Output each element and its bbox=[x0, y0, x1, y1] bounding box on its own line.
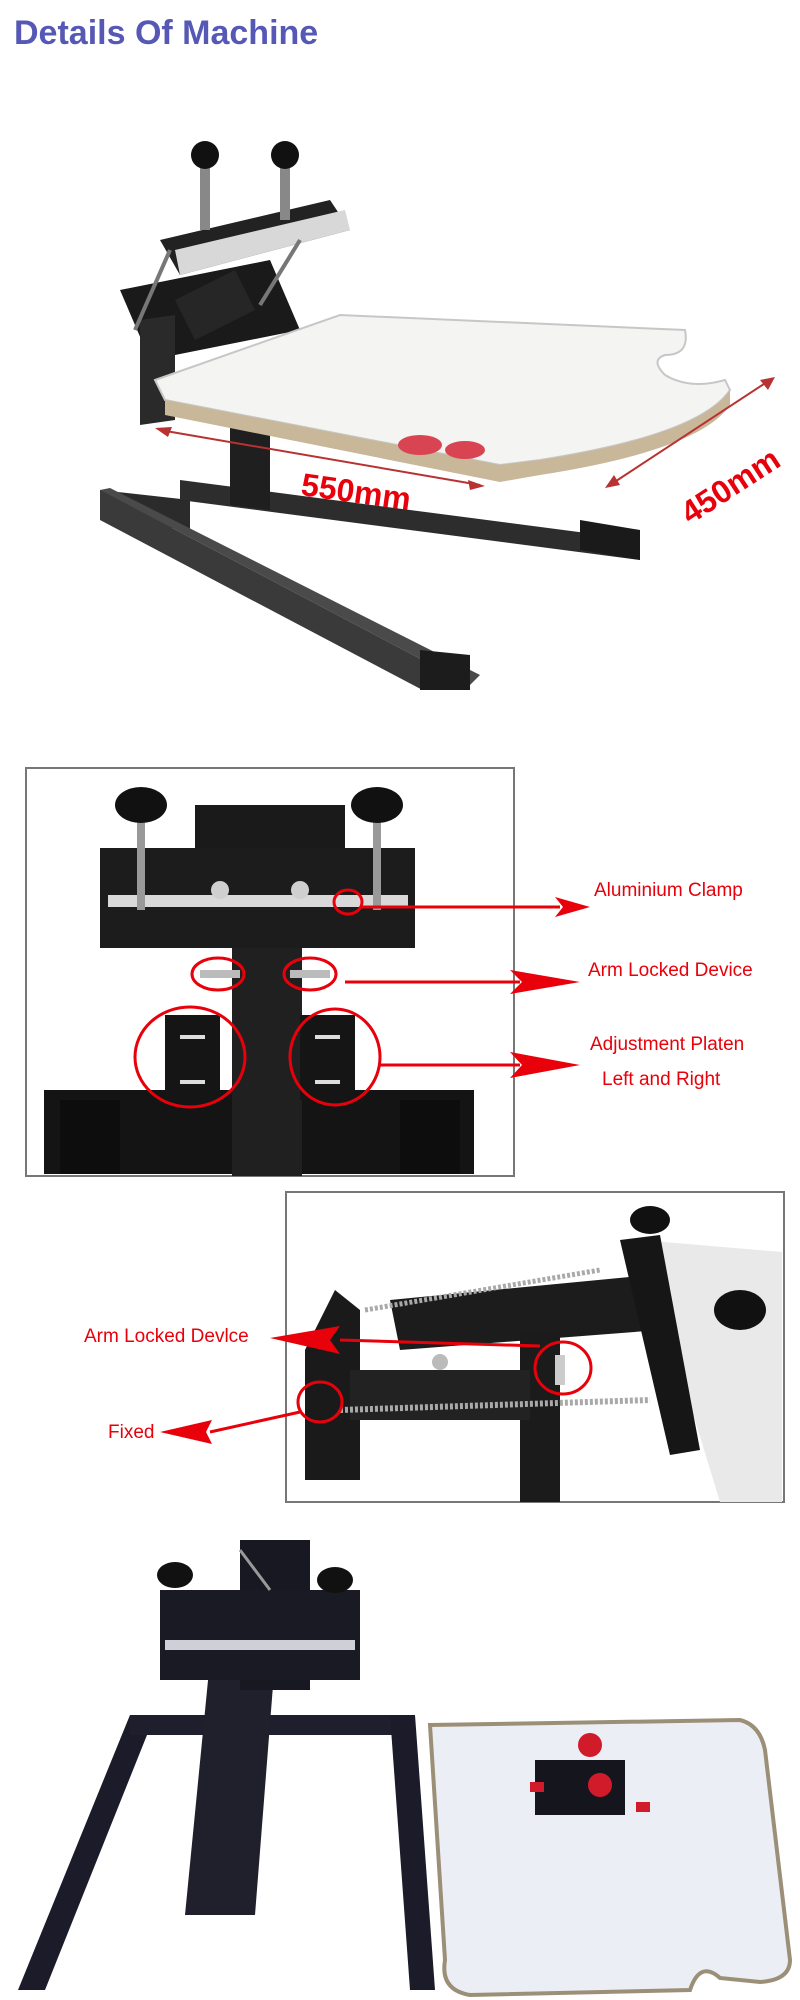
parts-photo bbox=[0, 1520, 800, 2000]
platen bbox=[153, 313, 732, 482]
label-fixed: Fixed bbox=[108, 1422, 154, 1443]
clamp-assembly bbox=[157, 1540, 360, 1690]
base-frame-disassembled bbox=[18, 1660, 435, 1990]
knob-right bbox=[351, 787, 403, 823]
platen-disassembled bbox=[427, 1717, 793, 1998]
label-left-and-right: Left and Right bbox=[602, 1069, 721, 1090]
label-arm-locked-device-side: Arm Locked Devlce bbox=[84, 1326, 249, 1347]
knob-left bbox=[115, 787, 167, 823]
machine-overview-photo: 550mm 450mm bbox=[0, 90, 800, 690]
label-arm-locked-device: Arm Locked Device bbox=[588, 960, 753, 981]
dim-depth-label: 450mm bbox=[674, 441, 786, 531]
base-frame bbox=[100, 480, 640, 690]
clamp-front-view: Aluminium Clamp Arm Locked Device Adjust… bbox=[0, 760, 800, 1180]
clamp-side-view: Arm Locked Devlce Fixed bbox=[0, 1180, 800, 1510]
label-adjustment-platen: Adjustment Platen bbox=[590, 1034, 744, 1055]
page-title: Details Of Machine bbox=[14, 14, 319, 52]
arm-post bbox=[230, 410, 270, 510]
label-aluminium-clamp: Aluminium Clamp bbox=[594, 880, 743, 901]
